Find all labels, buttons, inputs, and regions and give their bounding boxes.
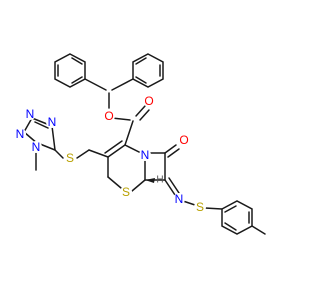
atom-bg — [14, 128, 26, 140]
atom-n-tz3: N — [26, 107, 35, 121]
atom-n-tz4: N — [48, 115, 57, 129]
atom-bg — [64, 152, 76, 164]
bond-tolyl-methyl — [251, 225, 266, 235]
phenyl-right-double-1 — [135, 57, 147, 65]
atom-label-layer: O O O N S H N S S N N N N — [14, 94, 206, 214]
atom-bg — [173, 193, 185, 205]
bond-c8-o — [164, 144, 177, 154]
bond-co-double-b — [139, 109, 150, 121]
bond-ch-phenyl-left — [84, 78, 107, 91]
phenyl-ring-right — [132, 53, 164, 88]
phenyl-left-double-1 — [71, 57, 83, 65]
bond-c2-c3-double — [104, 140, 123, 154]
molecule-drawing: O O O N S H N S S N N N N — [14, 53, 266, 235]
atom-n-ring: N — [141, 148, 150, 162]
bond-c4-s — [107, 176, 122, 189]
atom-bg — [24, 108, 36, 120]
bond-tz-c-n1 — [39, 143, 56, 151]
bond-c7-nimine-double — [168, 177, 180, 194]
atom-bg — [178, 134, 190, 146]
atom-o-carbonyl: O — [144, 94, 153, 108]
phenyl-right-double-3 — [135, 76, 147, 84]
bond-s-c6 — [131, 179, 146, 192]
tolyl-double-3 — [224, 222, 237, 231]
bond-co-double-a — [135, 105, 146, 117]
atom-bg — [46, 116, 58, 128]
bond-c7-nimine — [164, 179, 176, 196]
atom-s-linker: S — [66, 151, 74, 165]
bond-n-s — [182, 200, 196, 206]
atom-bg — [139, 149, 151, 161]
bond-ch2-s — [76, 149, 90, 159]
bond-c2-c3 — [107, 144, 126, 158]
atom-bg — [143, 95, 155, 107]
phenyl-left-double-2 — [71, 76, 83, 84]
bond-c3-ch2 — [88, 149, 109, 158]
tolyl-double-1 — [224, 205, 237, 213]
atom-n-tz1: N — [32, 140, 41, 154]
atom-n-imine: N — [175, 192, 184, 206]
bond-s-tetrazole — [54, 149, 64, 159]
bond-c8-o-double — [167, 148, 180, 158]
bond-carbonyl-c2 — [124, 120, 134, 146]
bond-s-tolyl — [204, 207, 223, 210]
atom-bg — [103, 110, 115, 122]
bond-o-carbonyl — [111, 117, 131, 121]
atom-s-ring: S — [122, 185, 130, 199]
atom-bg — [120, 186, 132, 198]
bond-layer — [23, 53, 266, 235]
atom-bg — [194, 201, 206, 213]
structure-canvas: O O O N S H N S S N N N N — [14, 53, 266, 235]
atom-n-tz2: N — [16, 127, 25, 141]
tolyl-ring — [221, 200, 253, 235]
bond-tz-c-n4 — [51, 125, 56, 151]
stereo-wedge — [145, 178, 155, 183]
atom-o-lactam: O — [179, 133, 188, 147]
atom-o-ester: O — [104, 109, 113, 123]
bond-ch-phenyl-right — [111, 78, 134, 91]
atom-s-imine: S — [196, 200, 204, 214]
bond-tz-double — [34, 121, 49, 129]
atom-h-stereo: H — [156, 175, 163, 186]
bond-tz-n3-n2 — [23, 117, 33, 133]
atom-bg — [30, 141, 42, 153]
phenyl-ring-left — [54, 53, 86, 88]
